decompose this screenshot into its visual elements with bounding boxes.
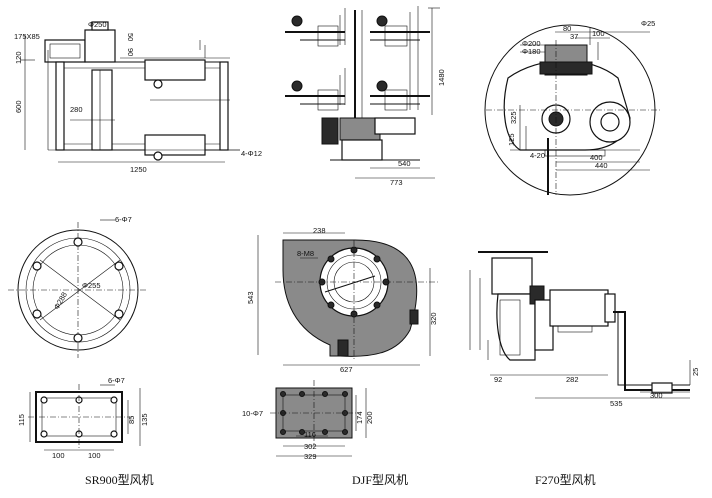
f270-dim-535: 535 [610, 399, 623, 408]
sr900-dim-255: Φ255 [82, 281, 101, 290]
sr900-frame-view: 175X85 Φ250 50 90 120 600 280 1250 4-Φ12 [14, 20, 262, 174]
djf-outlet-dim-200: 200 [365, 411, 374, 424]
f270-dim-37: 37 [570, 32, 578, 41]
djf-dim-1480: 1480 [437, 69, 446, 86]
f270-dim-282: 282 [566, 375, 579, 384]
djf-outlet-dim-174: 174 [355, 411, 364, 424]
sr900-outlet-dim-100b: 100 [88, 451, 101, 460]
djf-outlet-dim-10-7: 10-Φ7 [242, 409, 263, 418]
sr900-dim-120: 120 [14, 51, 23, 64]
f270-dim-92: 92 [494, 375, 502, 384]
f270-dim-4-20: 4-20 [530, 151, 545, 160]
f270-dim-180: Φ180 [522, 47, 541, 56]
f270-dim-100: 100 [592, 29, 605, 38]
sr900-dim-288: Φ288 [52, 290, 69, 311]
djf-caption: DJF型风机 [352, 473, 408, 487]
sr900-dim-1250: 1250 [130, 165, 147, 174]
f270-dim-300: 300 [650, 391, 663, 400]
djf-dim-8-m8: 8-M8 [297, 249, 314, 258]
djf-dim-543: 543 [246, 291, 255, 304]
f270-dim-440: 440 [595, 161, 608, 170]
f270-volute-view: 80 37 100 Φ25 Φ200 Φ180 325 125 4-20 400… [484, 19, 660, 196]
f270-dim-400: 400 [590, 153, 603, 162]
djf-outlet-dim-302: 302 [304, 442, 317, 451]
f270-dim-25b: 25 [691, 368, 700, 376]
sr900-dim-250: Φ250 [88, 20, 107, 29]
f270-caption: F270型风机 [535, 473, 596, 487]
sr900-outlet-dim-115: 115 [17, 414, 26, 426]
sr900-caption: SR900型风机 [85, 473, 154, 487]
f270-dim-25: Φ25 [641, 19, 655, 28]
sr900-dim-4-12: 4-Φ12 [241, 149, 262, 158]
f270-dim-200: Φ200 [522, 39, 541, 48]
sr900-outlet-dim-135: 135 [140, 413, 149, 426]
djf-dim-627: 627 [340, 365, 353, 374]
sr900-outlet-dim-100a: 100 [52, 451, 65, 460]
f270-side-view: 92 282 25 300 535 [469, 251, 700, 408]
djf-outlet-dim-116: 116 [304, 430, 316, 439]
djf-outlet-view: 10-Φ7 174 200 116 302 329 [242, 380, 374, 461]
sr900-outlet-dim-85: 85 [127, 416, 136, 424]
f270-dim-125: 125 [507, 133, 516, 146]
sr900-dim-280: 280 [70, 105, 83, 114]
djf-dim-238: 238 [313, 226, 326, 235]
djf-volute-view: 238 8-M8 543 320 627 [246, 226, 440, 374]
djf-outlet-dim-329: 329 [304, 452, 317, 461]
sr900-dim-6-7: 6-Φ7 [115, 215, 132, 224]
sr900-dim-600: 600 [14, 100, 23, 113]
sr900-outlet-view: 6-Φ7 115 85 135 100 100 [17, 376, 149, 460]
f270-dim-325: 325 [509, 111, 518, 124]
sr900-dim-50: 50 [126, 33, 135, 41]
djf-dim-540: 540 [398, 159, 411, 168]
djf-dim-320: 320 [429, 312, 438, 325]
djf-dim-773: 773 [390, 178, 403, 187]
f270-dim-80: 80 [563, 24, 571, 33]
sr900-dim-175x85: 175X85 [14, 32, 40, 41]
djf-rack-view: 1480 540 773 [285, 6, 446, 187]
sr900-dim-90: 90 [126, 48, 135, 56]
sr900-flange-view: 6-Φ7 Φ288 Φ255 [8, 215, 148, 358]
sr900-outlet-dim-6-7: 6-Φ7 [108, 376, 125, 385]
